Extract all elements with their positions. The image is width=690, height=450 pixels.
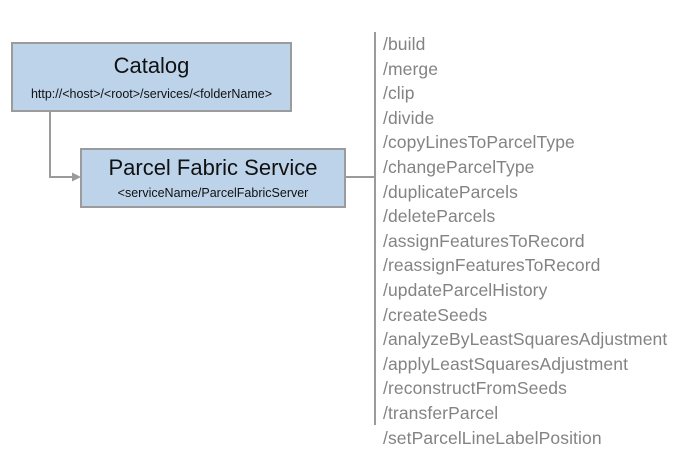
operation-item[interactable]: /setParcelLineLabelPosition (383, 426, 667, 450)
node-catalog[interactable]: Catalog http://<host>/<root>/services/<f… (11, 42, 292, 112)
operations-list: /build/merge/clip/divide/copyLinesToParc… (383, 32, 667, 450)
node-catalog-url: http://<host>/<root>/services/<folderNam… (13, 86, 290, 102)
operation-item[interactable]: /merge (383, 57, 667, 82)
node-parcel-fabric-service-title: Parcel Fabric Service (82, 155, 344, 181)
operation-item[interactable]: /analyzeByLeastSquaresAdjustment (383, 327, 667, 352)
operation-item[interactable]: /applyLeastSquaresAdjustment (383, 352, 667, 377)
operation-item[interactable]: /assignFeaturesToRecord (383, 229, 667, 254)
operation-item[interactable]: /changeParcelType (383, 155, 667, 180)
operation-item[interactable]: /reassignFeaturesToRecord (383, 253, 667, 278)
operation-item[interactable]: /build (383, 32, 667, 57)
node-catalog-title: Catalog (13, 53, 290, 79)
operation-item[interactable]: /transferParcel (383, 401, 667, 426)
operation-item[interactable]: /updateParcelHistory (383, 278, 667, 303)
operation-item[interactable]: /duplicateParcels (383, 180, 667, 205)
node-parcel-fabric-service[interactable]: Parcel Fabric Service <serviceName/Parce… (80, 148, 346, 208)
operation-item[interactable]: /clip (383, 81, 667, 106)
connector-catalog-to-service (50, 112, 72, 177)
operation-item[interactable]: /copyLinesToParcelType (383, 130, 667, 155)
operation-item[interactable]: /reconstructFromSeeds (383, 376, 667, 401)
operation-item[interactable]: /deleteParcels (383, 204, 667, 229)
node-parcel-fabric-service-path: <serviceName/ParcelFabricServer (82, 185, 344, 201)
operation-item[interactable]: /createSeeds (383, 303, 667, 328)
operations-panel: /build/merge/clip/divide/copyLinesToParc… (374, 32, 667, 425)
operation-item[interactable]: /divide (383, 106, 667, 131)
